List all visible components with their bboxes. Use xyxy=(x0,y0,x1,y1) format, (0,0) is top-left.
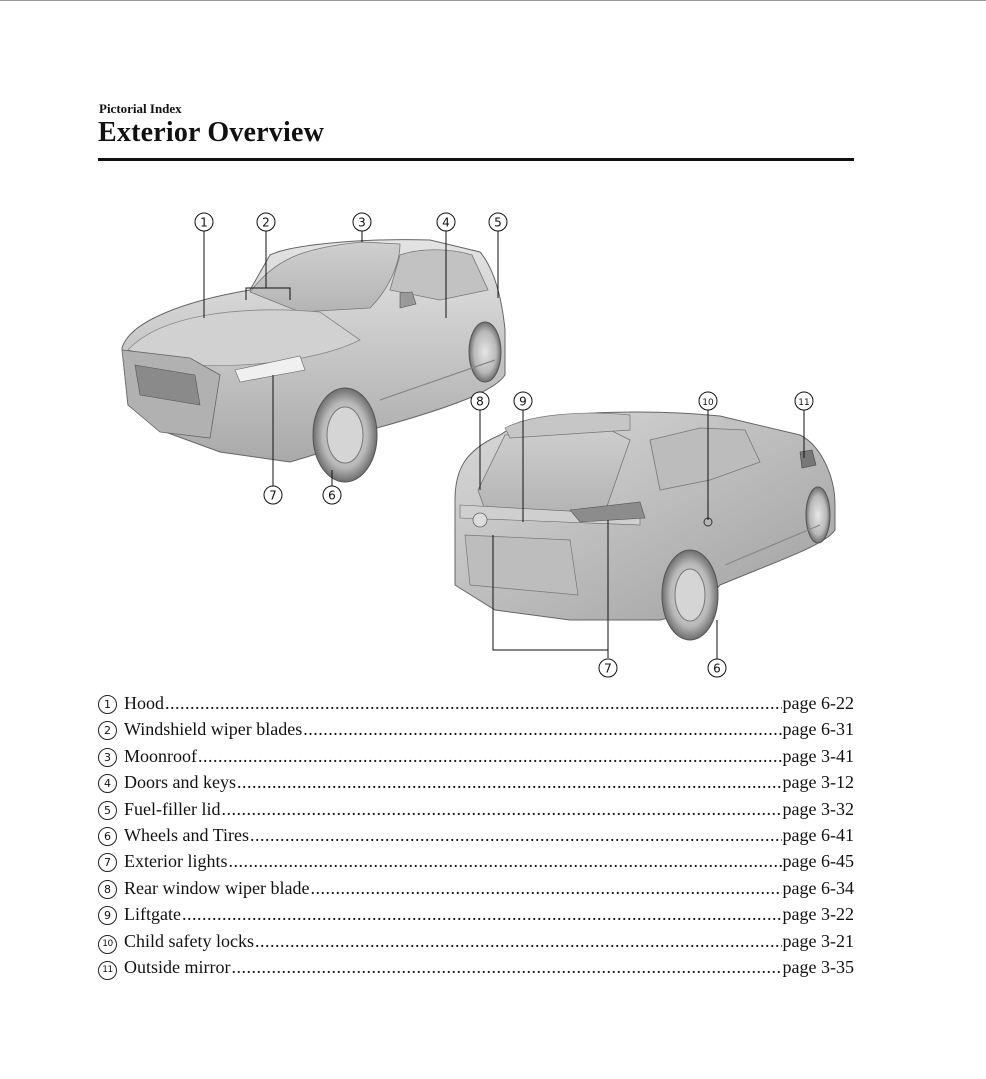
dot-leader xyxy=(237,769,782,795)
index-number: 8 xyxy=(98,879,117,899)
section-label: Pictorial Index xyxy=(99,101,182,116)
callout-2-front: 2 xyxy=(262,216,270,230)
callout-number-markers xyxy=(194,212,814,678)
callout-4-front: 4 xyxy=(442,216,450,230)
index-item-wheels-and-tires: 6 Wheels and Tires page 6-41 xyxy=(98,822,854,848)
callout-5-front: 5 xyxy=(494,216,502,230)
dot-leader xyxy=(228,848,781,874)
index-label: Liftgate xyxy=(124,904,181,925)
index-number: 6 xyxy=(98,826,117,846)
callout-leader-lines xyxy=(203,231,805,660)
callout-10-rear: 10 xyxy=(702,398,714,408)
index-page-ref: page 3-32 xyxy=(782,798,854,819)
index-item-outside-mirror: 11 Outside mirror page 3-35 xyxy=(98,954,854,980)
page-title: Exterior Overview xyxy=(98,117,325,148)
dot-leader xyxy=(310,875,781,901)
index-page-ref: page 6-34 xyxy=(782,877,854,898)
index-page-ref: page 3-41 xyxy=(782,745,854,766)
index-item-child-safety-locks: 10 Child safety locks page 3-21 xyxy=(98,928,854,954)
index-item-fuel-filler-lid: 5 Fuel-filler lid page 3-32 xyxy=(98,796,854,822)
rear-vehicle-view xyxy=(454,411,836,641)
index-item-doors-and-keys: 4 Doors and keys page 3-12 xyxy=(98,769,854,795)
index-page-ref: page 6-31 xyxy=(782,719,854,740)
index-label: Outside mirror xyxy=(124,956,231,977)
index-page-ref: page 3-35 xyxy=(782,956,854,977)
index-label: Doors and keys xyxy=(124,772,236,793)
dot-leader xyxy=(221,796,781,822)
index-number: 11 xyxy=(98,960,117,980)
index-page-ref: page 6-41 xyxy=(782,824,854,845)
index-page-ref: page 3-22 xyxy=(782,904,854,925)
index-label: Wheels and Tires xyxy=(124,824,249,845)
front-vehicle-view xyxy=(121,239,506,483)
dot-leader xyxy=(255,928,782,954)
index-item-moonroof: 3 Moonroof page 3-41 xyxy=(98,743,854,769)
index-label: Child safety locks xyxy=(124,930,254,951)
index-number: 4 xyxy=(98,774,117,794)
index-page-ref: page 3-12 xyxy=(782,772,854,793)
index-label: Moonroof xyxy=(124,745,197,766)
index-number: 9 xyxy=(98,906,117,926)
dot-leader xyxy=(165,690,782,716)
callout-6-rear: 6 xyxy=(713,662,721,676)
vehicle-illustration: 1 2 3 4 5 7 6 8 9 10 11 7 6 xyxy=(100,200,860,690)
callout-6-front: 6 xyxy=(328,489,336,503)
index-page-ref: page 6-22 xyxy=(782,693,854,713)
dot-leader xyxy=(303,716,781,742)
title-underline xyxy=(98,158,854,161)
index-label: Windshield wiper blades xyxy=(124,719,303,740)
dot-leader xyxy=(198,743,782,769)
index-label: Rear window wiper blade xyxy=(124,877,310,898)
index-number: 5 xyxy=(98,800,117,820)
callout-9-rear: 9 xyxy=(519,395,527,409)
index-item-liftgate: 9 Liftgate page 3-22 xyxy=(98,901,854,927)
index-number: 3 xyxy=(98,747,117,767)
top-border-rule xyxy=(0,0,986,1)
index-number: 7 xyxy=(98,853,117,873)
callout-7-rear: 7 xyxy=(604,662,612,676)
index-label: Hood xyxy=(124,693,164,713)
index-item-rear-window-wiper-blade: 8 Rear window wiper blade page 6-34 xyxy=(98,875,854,901)
index-item-hood: 1 Hood page 6-22 xyxy=(98,690,854,716)
callout-7-front: 7 xyxy=(269,489,277,503)
index-number: 10 xyxy=(98,934,117,954)
index-number: 1 xyxy=(98,695,117,714)
index-page-ref: page 3-21 xyxy=(782,930,854,951)
index-page-ref: page 6-45 xyxy=(782,851,854,872)
dot-leader xyxy=(231,954,781,980)
index-item-windshield-wiper-blades: 2 Windshield wiper blades page 6-31 xyxy=(98,716,854,742)
callout-11-rear: 11 xyxy=(798,398,809,408)
callout-3-front: 3 xyxy=(358,216,366,230)
index-number: 2 xyxy=(98,721,117,741)
dot-leader xyxy=(182,901,782,927)
callout-1-front: 1 xyxy=(200,216,208,230)
index-item-exterior-lights: 7 Exterior lights page 6-45 xyxy=(98,848,854,874)
parts-index-list: 1 Hood page 6-22 2 Windshield wiper blad… xyxy=(98,690,854,980)
callout-8-rear: 8 xyxy=(476,395,484,409)
index-label: Fuel-filler lid xyxy=(124,798,221,819)
dot-leader xyxy=(250,822,782,848)
index-label: Exterior lights xyxy=(124,851,228,872)
